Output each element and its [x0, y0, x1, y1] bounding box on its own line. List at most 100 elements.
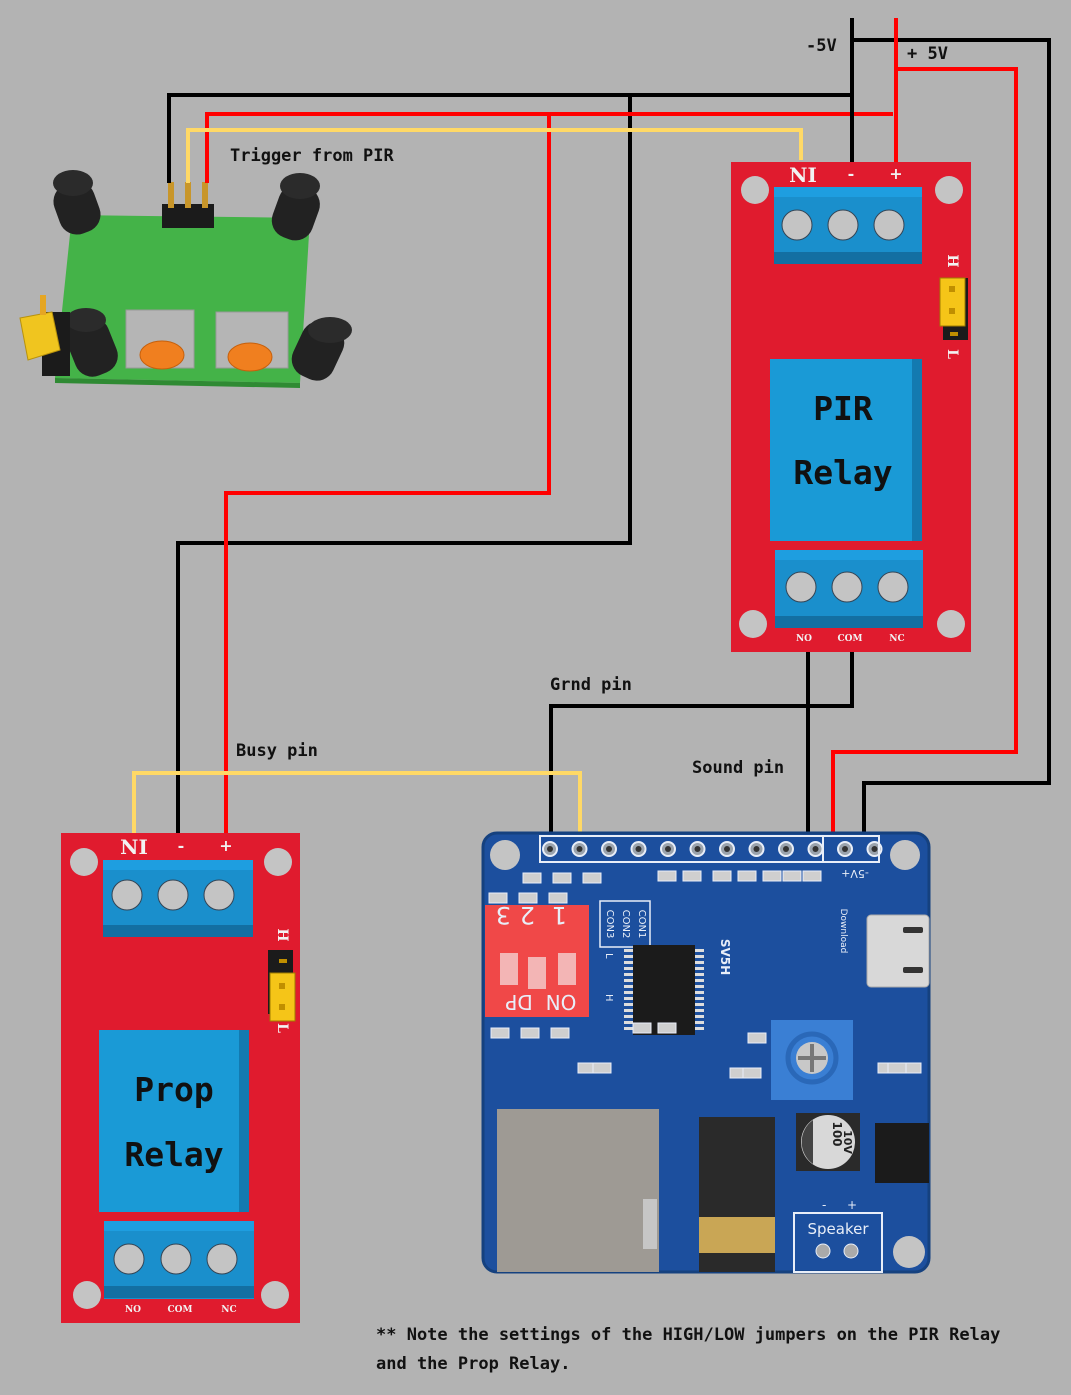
- mount-hole: [890, 840, 920, 870]
- dip-lever[interactable]: [528, 957, 546, 989]
- label-busy-pin: Busy pin: [236, 741, 318, 761]
- power-label: -5V+: [841, 867, 869, 880]
- mount-hole: [73, 1281, 101, 1309]
- terminal-label-plus: +: [219, 836, 232, 855]
- smd-component: [762, 870, 782, 882]
- smd-component: [592, 1062, 612, 1074]
- pir-sensor-module: [19, 170, 352, 388]
- relay-block: [770, 359, 922, 541]
- terminal-label-minus: -: [848, 164, 855, 183]
- terminal-label-minus: -: [178, 836, 185, 855]
- screw-terminal: [827, 209, 859, 241]
- sd-card-slot: [497, 1109, 659, 1272]
- smd-component: [742, 1067, 762, 1079]
- screw-terminal: [785, 571, 817, 603]
- screw-terminal: [877, 571, 909, 603]
- label-sound-pin: Sound pin: [692, 758, 784, 778]
- terminal-label-no: NO: [125, 1305, 141, 1315]
- terminal-label-ni: NI: [789, 163, 817, 187]
- screw-terminal: [160, 1243, 192, 1275]
- smd-component: [657, 870, 677, 882]
- con1-label: CON1: [636, 910, 647, 939]
- screw-terminal: [206, 1243, 238, 1275]
- screw-terminal: [831, 571, 863, 603]
- pir-post: [66, 317, 118, 377]
- pir-post: [271, 184, 320, 241]
- mount-hole: [893, 1236, 925, 1268]
- amplifier-chip: [875, 1123, 929, 1183]
- wire-neg5v-soundboard: [852, 38, 1051, 835]
- smd-component: [657, 1022, 677, 1034]
- smd-component: [488, 892, 508, 904]
- micro-usb-port: [866, 914, 930, 988]
- mount-hole: [264, 848, 292, 876]
- prop-relay-board: NI - + H L Prop Relay NO COM NC: [61, 833, 300, 1323]
- relay-title-line2: Relay: [793, 453, 892, 492]
- l-label: L: [603, 953, 614, 959]
- jumper-label-low: L: [944, 349, 960, 359]
- smd-component: [548, 892, 568, 904]
- smd-component: [582, 872, 602, 884]
- terminal-label-ni: NI: [120, 835, 148, 859]
- smd-component: [518, 892, 538, 904]
- pir-relay-board: NI - + H L PIR Relay NO COM NC: [731, 162, 971, 652]
- wire-busy-pin: [132, 771, 582, 835]
- wire-pir-power: [205, 112, 893, 183]
- smd-component: [802, 870, 822, 882]
- smd-component: [522, 872, 542, 884]
- mount-hole: [937, 610, 965, 638]
- smd-component: [490, 1027, 510, 1039]
- screw-terminal: [113, 1243, 145, 1275]
- relay-title-line1: PIR: [813, 389, 873, 428]
- wire-ground-prop-relay: [176, 95, 632, 833]
- terminal-label-no: NO: [796, 634, 812, 644]
- jumper-label-high: H: [944, 254, 960, 267]
- con3-label: CON3: [604, 910, 615, 939]
- smd-component: [887, 1062, 907, 1074]
- terminal-label-nc: NC: [221, 1305, 236, 1315]
- dip-label-on: ON: [546, 990, 577, 1014]
- label-trigger: Trigger from PIR: [230, 146, 395, 166]
- mount-hole: [70, 848, 98, 876]
- con2-label: CON2: [620, 910, 631, 939]
- mount-hole: [261, 1281, 289, 1309]
- smd-component: [682, 870, 702, 882]
- relay-block: [99, 1030, 249, 1212]
- smd-component: [550, 1027, 570, 1039]
- speaker-terminal: [793, 1212, 883, 1273]
- smd-component: [632, 1022, 652, 1034]
- dip-lever[interactable]: [558, 953, 576, 985]
- mount-hole: [741, 176, 769, 204]
- terminal-label-com: COM: [168, 1305, 193, 1315]
- dip-number-2: 2: [520, 901, 535, 929]
- dip-number-3: 3: [496, 901, 511, 929]
- screw-terminal: [157, 879, 189, 911]
- mount-hole: [739, 610, 767, 638]
- dip-number-1: 1: [552, 901, 567, 929]
- cap-text-1: 100: [830, 1121, 844, 1146]
- terminal-label-nc: NC: [889, 634, 904, 644]
- smd-component: [782, 870, 802, 882]
- label-grnd-pin: Grnd pin: [550, 675, 632, 695]
- screw-terminal: [781, 209, 813, 241]
- jumper-label-low: L: [274, 1023, 290, 1033]
- dip-lever[interactable]: [500, 953, 518, 985]
- smd-component: [747, 1032, 767, 1044]
- wires: [132, 18, 1051, 835]
- wire-pir-ground: [167, 93, 852, 183]
- capacitor: [801, 1115, 855, 1169]
- h-label: H: [603, 994, 614, 1002]
- wire-power-prop-relay: [224, 114, 551, 833]
- label-neg5v: -5V: [806, 36, 837, 56]
- decoder-chip: [633, 945, 695, 1035]
- jumper-low-position: [269, 972, 296, 1022]
- speaker-minus: -: [822, 1198, 826, 1212]
- sound-board: -5V+ 3 2 1 DP ON CON3 CON2 CON1 L H SV5H…: [481, 831, 931, 1274]
- mount-hole: [935, 176, 963, 204]
- download-label: Download: [838, 909, 848, 954]
- jumper-note: ** Note the settings of the HIGH/LOW jum…: [376, 1325, 1001, 1374]
- relay-title-line2: Relay: [124, 1135, 223, 1174]
- cap-text-2: 10V: [841, 1130, 854, 1154]
- screw-terminal: [111, 879, 143, 911]
